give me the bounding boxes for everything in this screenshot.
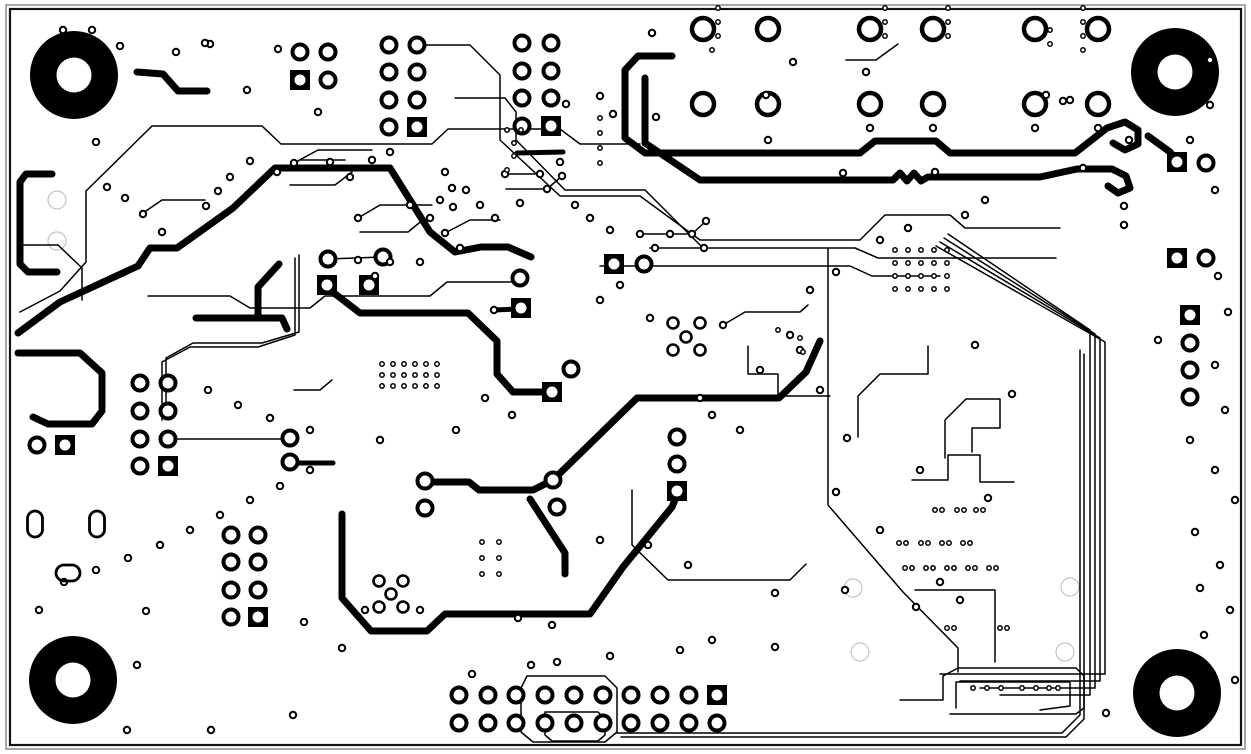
board-outline [5,4,1246,750]
vias [34,25,1240,735]
thin-traces [19,43,1106,743]
small-ring-pads [372,316,707,614]
top-port-pads-row2 [689,90,1112,118]
oval-pads [26,509,106,583]
header-ring-pads [27,33,1216,733]
top-port-pads-row1 [689,15,1112,43]
mounting-holes [29,28,1221,737]
tiny-vias [379,5,1086,691]
board-inner-outline [8,7,1243,747]
ghost-silkscreen-circles [47,190,1080,662]
